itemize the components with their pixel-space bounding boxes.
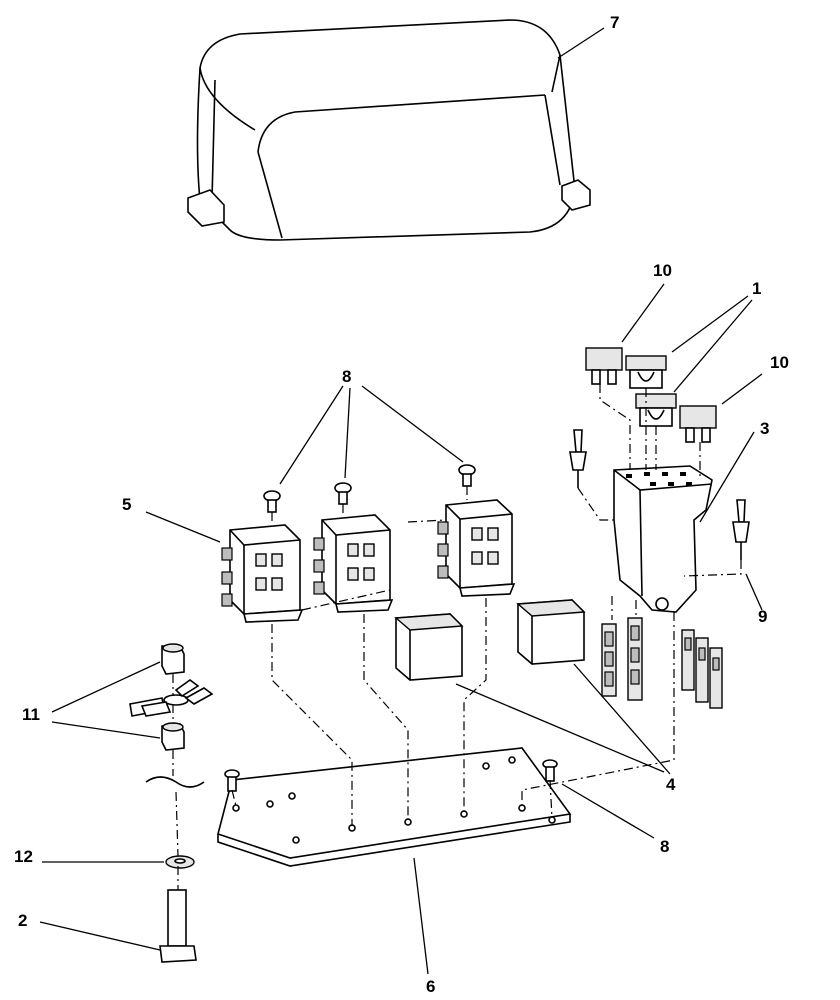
callout-9: 9 bbox=[758, 607, 767, 626]
screw-2 bbox=[334, 482, 352, 505]
bolt bbox=[159, 889, 197, 963]
maxi-fuse-upper bbox=[625, 355, 667, 389]
callout-4: 4 bbox=[666, 775, 676, 794]
terminal-strip-right bbox=[681, 629, 723, 709]
push-pin-left bbox=[569, 429, 587, 488]
relay-socket-1 bbox=[221, 524, 304, 623]
cover bbox=[187, 19, 591, 241]
screw-3 bbox=[458, 464, 476, 487]
callout-10-right: 10 bbox=[770, 353, 789, 372]
callout-10-top: 10 bbox=[653, 261, 672, 280]
fuse-left bbox=[585, 347, 623, 385]
relay-socket-2 bbox=[313, 514, 394, 613]
callout-1: 1 bbox=[752, 279, 761, 298]
fuse-block bbox=[613, 465, 713, 613]
callout-6: 6 bbox=[426, 977, 435, 996]
washer bbox=[165, 855, 195, 869]
push-pin-9 bbox=[732, 499, 750, 560]
callout-7: 7 bbox=[610, 13, 619, 32]
callout-3: 3 bbox=[760, 419, 769, 438]
relay-2 bbox=[516, 599, 586, 665]
relay-1 bbox=[394, 613, 464, 681]
maxi-fuse-lower bbox=[635, 393, 677, 427]
alignment-lines bbox=[172, 384, 742, 890]
base-plate bbox=[217, 747, 572, 867]
bracket-hole bbox=[145, 776, 205, 788]
callouts: 7 10 1 10 8 3 5 9 11 4 8 12 2 6 bbox=[14, 13, 789, 996]
callout-8-top: 8 bbox=[342, 367, 351, 386]
relay-socket-3 bbox=[437, 499, 516, 597]
base-pin-right bbox=[542, 759, 558, 782]
ring-terminals bbox=[129, 679, 214, 717]
stud-nut-lower bbox=[161, 722, 185, 751]
leader-lines bbox=[39, 27, 763, 975]
fuse-right bbox=[679, 405, 717, 443]
terminal-strip-left bbox=[601, 623, 617, 697]
screw-1 bbox=[263, 490, 281, 513]
callout-11: 11 bbox=[22, 705, 40, 724]
terminal-strip-mid bbox=[627, 617, 643, 701]
callout-8-bottom: 8 bbox=[660, 837, 669, 856]
stud-nut-upper bbox=[161, 643, 185, 675]
callout-2: 2 bbox=[18, 911, 27, 930]
callout-12: 12 bbox=[14, 847, 33, 866]
callout-5: 5 bbox=[122, 495, 131, 514]
